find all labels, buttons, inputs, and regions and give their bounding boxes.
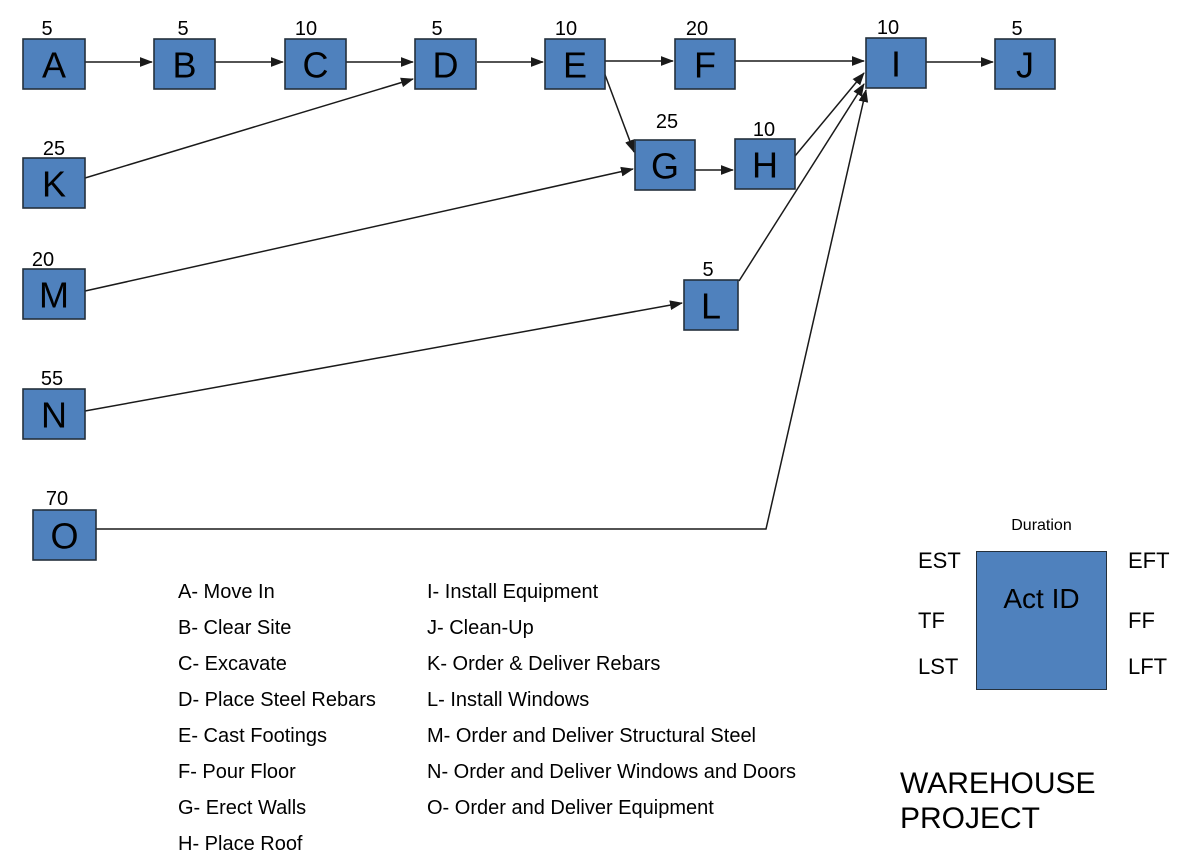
node-duration-I: 10 bbox=[877, 17, 899, 39]
legend-item-J: J- Clean-Up bbox=[427, 617, 534, 639]
node-box-O bbox=[32, 509, 97, 561]
activity-node-J: J5 bbox=[994, 18, 1056, 90]
legend-item-O: O- Order and Deliver Equipment bbox=[427, 797, 714, 819]
legend-item-K: K- Order & Deliver Rebars bbox=[427, 653, 661, 675]
legend-item-N: N- Order and Deliver Windows and Doors bbox=[427, 761, 797, 783]
node-box-I bbox=[865, 37, 927, 89]
activity-node-D: D5 bbox=[414, 18, 477, 90]
node-duration-H: 10 bbox=[753, 119, 775, 141]
node-box-G bbox=[634, 139, 696, 191]
legend-item-L: L- Install Windows bbox=[427, 689, 590, 711]
key-tf-label: TF bbox=[918, 608, 945, 633]
node-duration-E: 10 bbox=[555, 18, 577, 40]
node-letter-D: D bbox=[433, 45, 459, 86]
node-letter-B: B bbox=[172, 45, 196, 86]
node-letter-H: H bbox=[752, 145, 778, 186]
dependency-arrows bbox=[84, 56, 994, 530]
node-letter-C: C bbox=[303, 45, 329, 86]
activity-node-K: K 25 bbox=[22, 138, 86, 209]
node-duration-F: 20 bbox=[686, 18, 708, 40]
activity-node-H: H 10 bbox=[734, 119, 796, 190]
node-letter-O: O bbox=[50, 516, 78, 557]
legend-item-F: F- Pour Floor bbox=[178, 761, 296, 783]
node-duration-O: 70 bbox=[46, 488, 68, 510]
node-box-E bbox=[544, 38, 606, 90]
node-box-F bbox=[674, 38, 736, 90]
node-letter-K: K bbox=[42, 164, 66, 205]
node-box-A bbox=[22, 38, 86, 90]
legend-column-right: I- Install Equipment J- Clean-Up K- Orde… bbox=[427, 574, 796, 826]
legend-item-H: H- Place Roof bbox=[178, 833, 303, 855]
node-duration-N: 55 bbox=[41, 368, 63, 390]
node-letter-E: E bbox=[563, 45, 587, 86]
activity-node-M: M 20 bbox=[22, 249, 86, 320]
legend-item-C: C- Excavate bbox=[178, 653, 287, 675]
key-est-label: EST bbox=[918, 548, 961, 573]
node-duration-M: 20 bbox=[32, 249, 54, 271]
node-box-D bbox=[414, 38, 477, 90]
node-letter-I: I bbox=[891, 44, 901, 85]
node-duration-L: 5 bbox=[702, 259, 713, 281]
node-box-K bbox=[22, 157, 86, 209]
node-duration-G: 25 bbox=[656, 111, 678, 133]
legend-item-I: I- Install Equipment bbox=[427, 581, 599, 603]
node-letter-J: J bbox=[1016, 45, 1034, 86]
node-box-J bbox=[994, 38, 1056, 90]
key-duration-label: Duration bbox=[1011, 517, 1072, 534]
project-title-line1: WAREHOUSE bbox=[900, 767, 1096, 800]
node-box-C bbox=[284, 38, 347, 90]
key-ff-label: FF bbox=[1128, 608, 1155, 633]
legend-item-D: D- Place Steel Rebars bbox=[178, 689, 376, 711]
activity-node-O: O 70 bbox=[32, 488, 97, 561]
node-duration-J: 5 bbox=[1011, 18, 1022, 40]
key-act-id-box: Act ID bbox=[976, 551, 1107, 690]
edge-L-I bbox=[738, 83, 865, 282]
project-title-line2: PROJECT bbox=[900, 802, 1041, 835]
node-letter-N: N bbox=[41, 395, 67, 436]
node-duration-A: 5 bbox=[41, 18, 52, 40]
key-lst-label: LST bbox=[918, 654, 959, 679]
node-duration-K: 25 bbox=[43, 138, 65, 160]
node-box-H bbox=[734, 138, 796, 190]
node-box-B bbox=[153, 38, 216, 90]
legend-item-B: B- Clear Site bbox=[178, 617, 292, 639]
activity-node-F: F 20 bbox=[674, 18, 736, 90]
legend-column-left: A- Move In B- Clear Site C- Excavate D- … bbox=[178, 574, 376, 862]
node-box-N bbox=[22, 388, 86, 440]
activity-node-C: C 10 bbox=[284, 18, 347, 90]
node-box-M bbox=[22, 268, 86, 320]
activity-node-I: I 10 bbox=[865, 17, 927, 89]
edge-H-I bbox=[794, 72, 865, 157]
node-letter-F: F bbox=[694, 45, 716, 86]
edge-K-D bbox=[84, 77, 414, 179]
activity-node-N: N 55 bbox=[22, 368, 86, 440]
edge-M-G bbox=[84, 166, 634, 292]
activity-node-G: G 25 bbox=[634, 111, 696, 191]
edge-N-L bbox=[84, 300, 683, 412]
key-act-id-label: Act ID bbox=[1003, 583, 1080, 614]
legend-item-M: M- Order and Deliver Structural Steel bbox=[427, 725, 757, 747]
node-duration-D: 5 bbox=[431, 18, 442, 40]
node-letter-M: M bbox=[39, 275, 69, 316]
project-title: WAREHOUSE PROJECT bbox=[900, 766, 1096, 836]
activity-node-B: B5 bbox=[153, 18, 216, 90]
legend-item-G: G- Erect Walls bbox=[178, 797, 307, 819]
activity-node-E: E 10 bbox=[544, 18, 606, 90]
activity-node-L: L5 bbox=[683, 259, 739, 331]
node-letter-G: G bbox=[651, 146, 679, 187]
edge-O-I bbox=[96, 89, 869, 530]
node-box-L bbox=[683, 279, 739, 331]
edge-E-G bbox=[603, 71, 635, 153]
node-letter-A: A bbox=[42, 45, 66, 86]
legend-item-E: E- Cast Footings bbox=[178, 725, 327, 747]
key-lft-label: LFT bbox=[1128, 654, 1168, 679]
legend-item-A: A- Move In bbox=[178, 581, 275, 603]
key-eft-label: EFT bbox=[1128, 548, 1170, 573]
node-letter-L: L bbox=[701, 286, 721, 327]
node-duration-B: 5 bbox=[177, 18, 188, 40]
activity-node-A: A5 bbox=[22, 18, 86, 90]
node-duration-C: 10 bbox=[295, 18, 317, 40]
